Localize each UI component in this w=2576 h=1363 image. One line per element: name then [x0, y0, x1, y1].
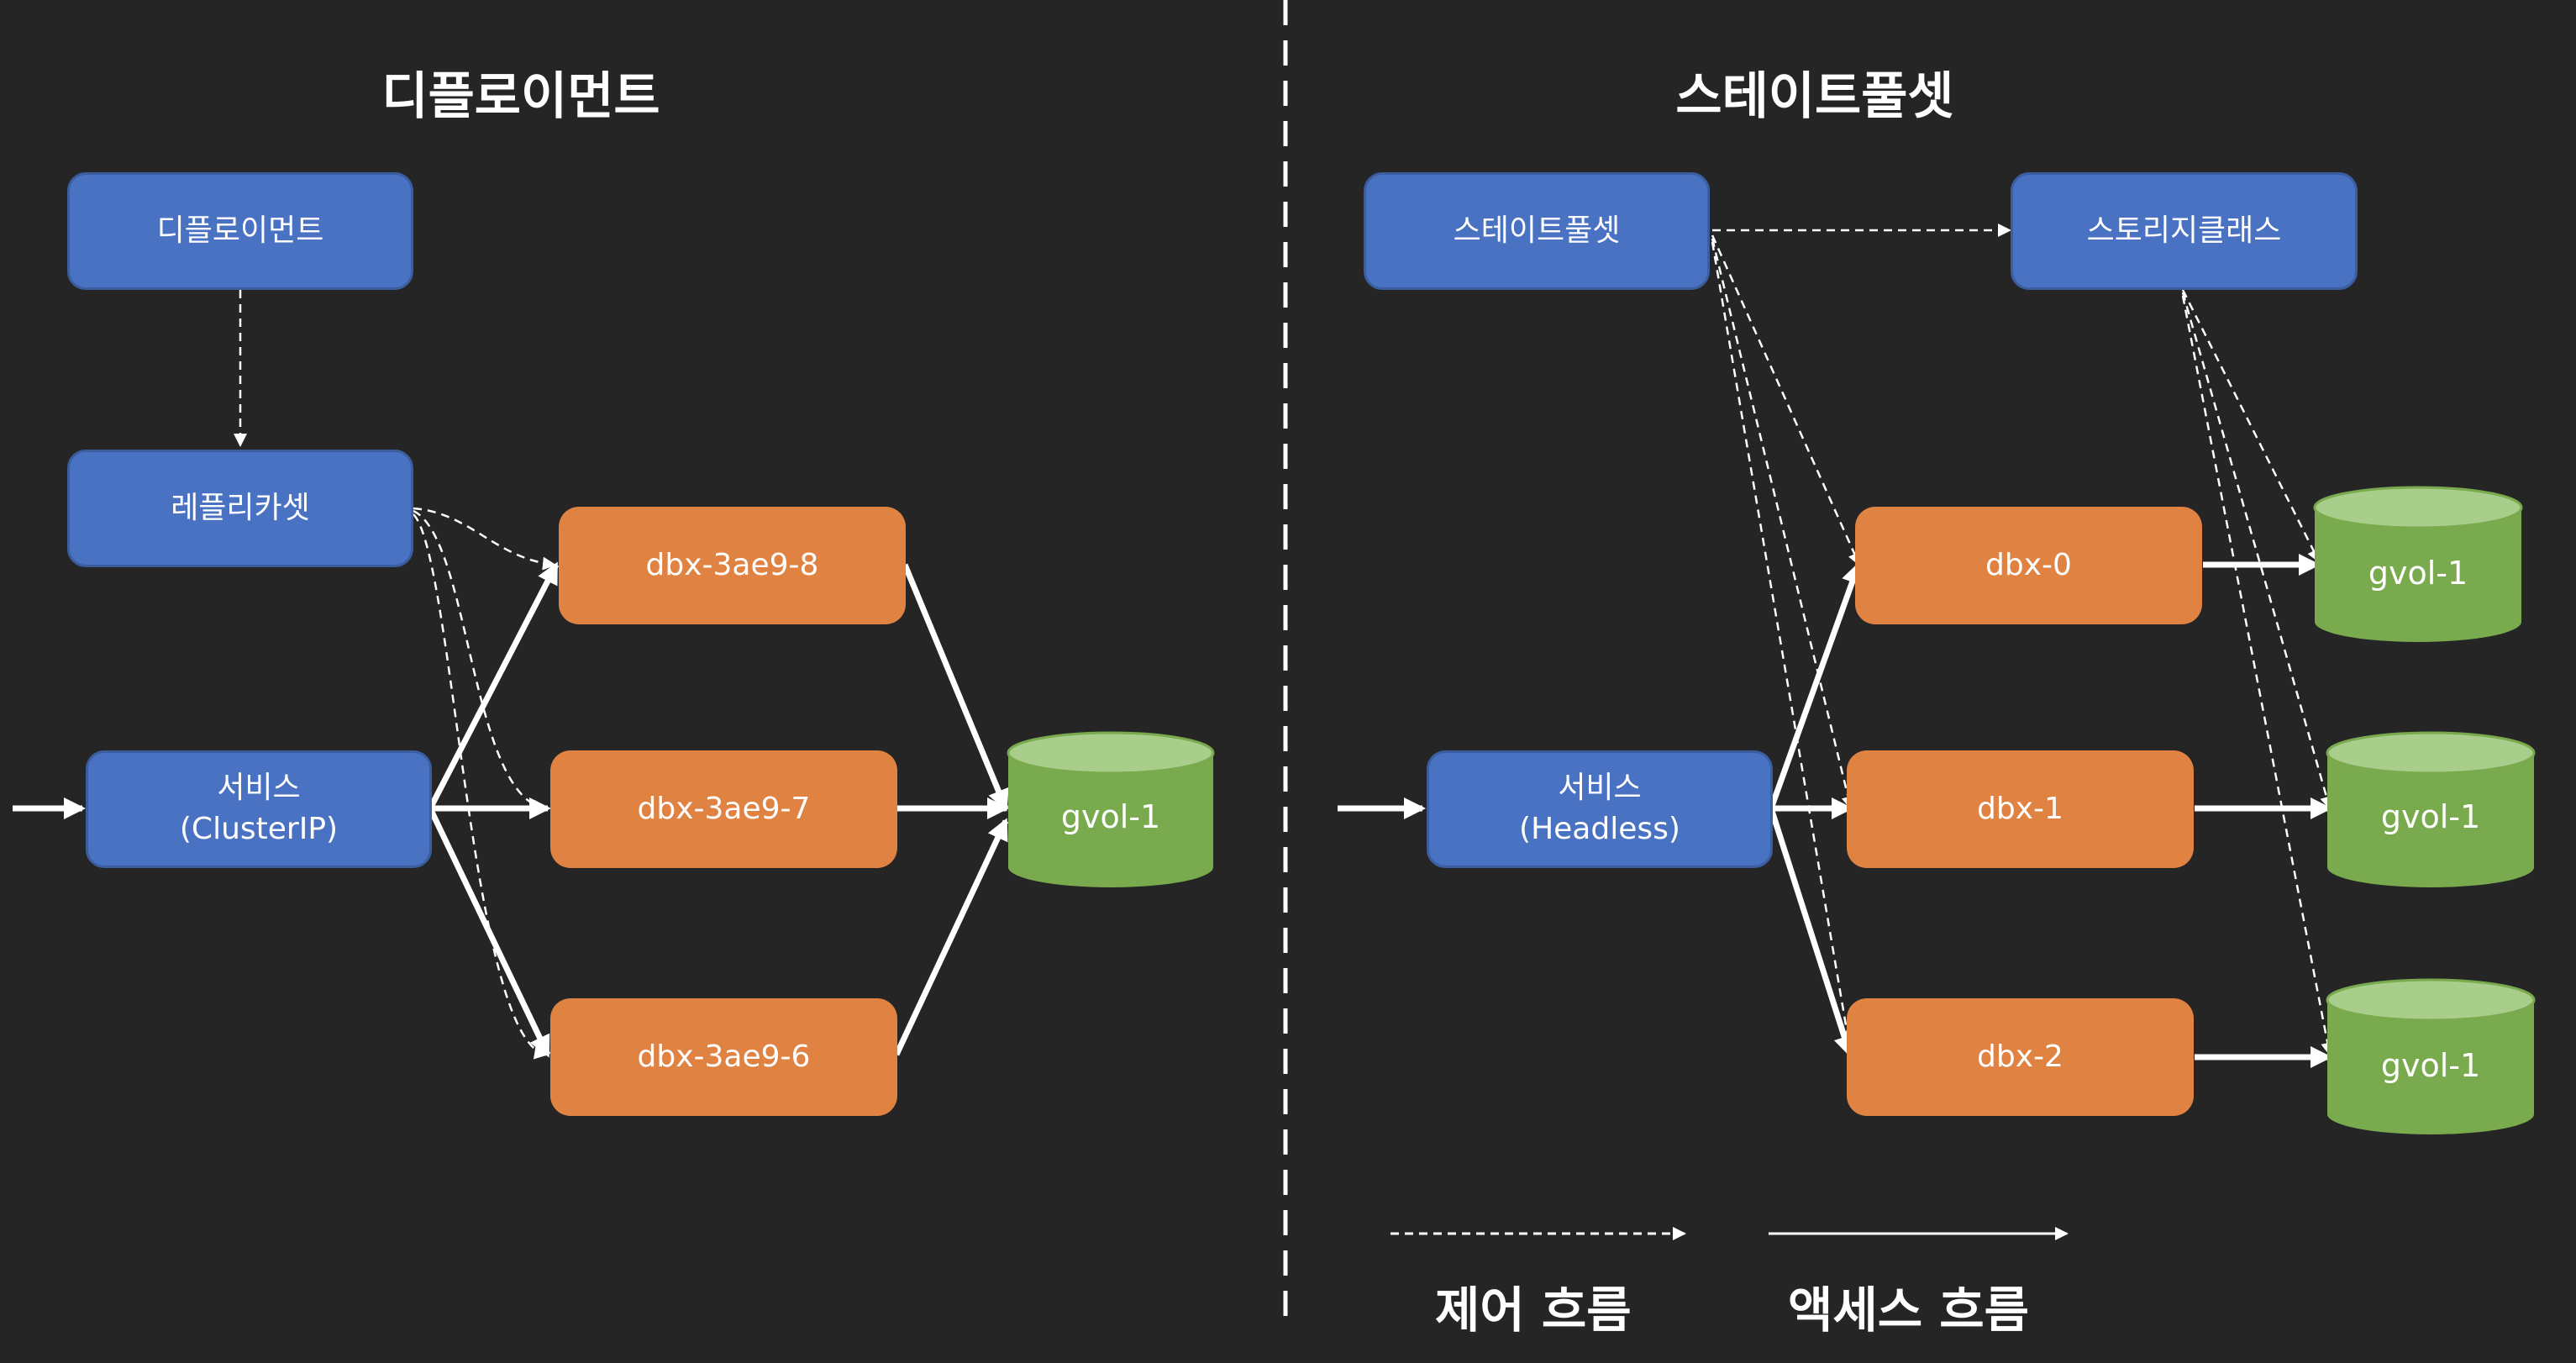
headless-service-box: 서비스 (Headless): [1427, 750, 1773, 868]
control-arrow-storageclass-to-volume-0: [2181, 289, 2321, 563]
replicaset-box: 레플리카셋: [67, 450, 413, 567]
control-arrow-replicaset-to-pod-7: [413, 509, 548, 814]
access-arrow-headless-to-dbx-2: [1768, 807, 1855, 1058]
pod-box-dbx-1: dbx-1: [1847, 750, 2194, 868]
statefulset-box: 스테이트풀셋: [1364, 172, 1710, 290]
legend-control-flow-label: 제어 흐름: [1435, 1281, 1632, 1339]
pod-box-dbx-3ae9-7: dbx-3ae9-7: [550, 750, 897, 868]
volume-label-left: gvol-1: [1060, 798, 1161, 835]
pod-box-dbx-2: dbx-2: [1847, 998, 2194, 1116]
volume-cylinder-right-1: [2326, 731, 2536, 887]
volume-cylinder-right-0: [2313, 486, 2523, 642]
service-label: 서비스: [217, 771, 301, 806]
access-arrow-service-to-pod-6: [427, 807, 551, 1058]
storageclass-box: 스토리지클래스: [2011, 172, 2358, 290]
service-type-label: (ClusterIP): [179, 812, 339, 846]
access-arrow-pod-6-to-volume: [893, 818, 1009, 1056]
volume-cylinder-left: [1007, 731, 1215, 887]
service-label: 서비스: [1558, 771, 1642, 806]
pod-box-dbx-3ae9-6: dbx-3ae9-6: [550, 998, 897, 1116]
control-arrow-replicaset-to-pod-6: [413, 513, 548, 1060]
legend-access-flow-label: 액세스 흐름: [1788, 1281, 2029, 1339]
volume-label-right-2: gvol-1: [2380, 1047, 2481, 1084]
control-arrow-replicaset-to-pod-8: [413, 507, 556, 571]
access-arrow-headless-to-dbx-0: [1768, 561, 1863, 810]
control-arrow-storageclass-to-volume-1: [2181, 292, 2333, 810]
pod-box-dbx-3ae9-8: dbx-3ae9-8: [559, 507, 906, 624]
left-panel-title: 디플로이먼트: [381, 67, 660, 126]
volume-cylinder-right-2: [2326, 978, 2536, 1134]
pod-box-dbx-0: dbx-0: [1855, 507, 2202, 624]
control-arrow-storageclass-to-volume-2: [2181, 295, 2335, 1056]
control-arrow-statefulset-to-dbx-0: [1711, 234, 1861, 566]
access-arrow-service-to-pod-8: [427, 561, 560, 810]
service-type-label: (Headless): [1519, 812, 1680, 846]
deployment-box: 디플로이먼트: [67, 172, 413, 290]
right-panel-title: 스테이트풀셋: [1675, 67, 1954, 126]
clusterip-service-box: 서비스 (ClusterIP): [86, 750, 432, 868]
volume-label-right-1: gvol-1: [2380, 798, 2481, 835]
control-arrow-statefulset-to-dbx-2: [1711, 241, 1856, 1056]
volume-label-right-0: gvol-1: [2368, 555, 2468, 592]
control-arrow-statefulset-to-dbx-1: [1711, 238, 1855, 810]
access-arrow-pod-8-to-volume: [902, 563, 1009, 812]
